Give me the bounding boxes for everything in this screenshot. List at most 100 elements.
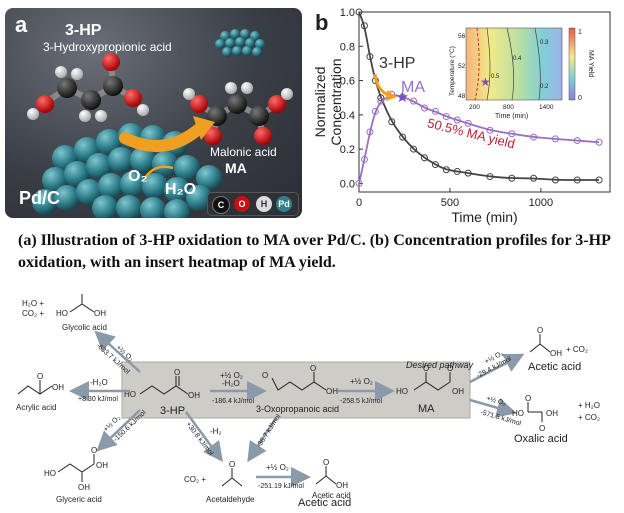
- atom-label: OH: [452, 387, 464, 396]
- inset-y-tick: 52: [458, 63, 466, 70]
- atom-label: OH: [94, 309, 106, 318]
- atom-label: HO: [512, 409, 524, 418]
- acetic-bottom-ghost: Acetic acid: [312, 491, 351, 500]
- panel-a-subtitle: 3-Hydroxypropionic acid: [43, 40, 172, 54]
- panel-b-letter: b: [315, 10, 328, 35]
- y-tick-label: 0.0: [340, 178, 355, 190]
- data-point-3-hp: [355, 8, 363, 16]
- ma-structure: [413, 372, 451, 391]
- max-yield-star: ★: [396, 89, 409, 106]
- oxopropanoic-label: 3-Oxopropanoic acid: [256, 404, 339, 414]
- atom-label: OH: [188, 391, 200, 400]
- data-point-3-hp: [551, 176, 559, 184]
- glyceric-structure: [57, 454, 95, 482]
- atom-legend: C O H Pd: [207, 192, 299, 216]
- figure-caption: (a) Illustration of 3-HP oxidation to MA…: [18, 232, 610, 271]
- atom-label: OH: [96, 461, 108, 470]
- data-point-ma: [551, 135, 559, 143]
- data-point-3-hp: [508, 174, 516, 182]
- legend-hydrogen: H: [256, 196, 272, 212]
- step2-energy: -258.5 kJ/mol: [340, 398, 382, 405]
- acetic-structure-right: [529, 334, 551, 353]
- data-point-3-hp: [486, 173, 494, 181]
- ma-molecule: [183, 82, 293, 145]
- atom-label: HO: [56, 309, 68, 318]
- panel-a-illustration: a 3-HP 3-Hydroxypropionic acid Malonic a…: [5, 8, 302, 218]
- acrylic-energy: +8.30 kJ/mol: [78, 396, 118, 403]
- atom-label: O: [525, 394, 531, 403]
- plot-frame: [358, 11, 611, 193]
- series-label-3hp: 3-HP: [379, 55, 415, 72]
- acrylic-name: Acrylic acid: [16, 403, 56, 412]
- oxalic-co2: + CO₂: [578, 413, 600, 422]
- ma-label: MA: [418, 403, 435, 415]
- colorbar-label: MA Yield: [587, 50, 594, 77]
- data-point-ma: [530, 133, 538, 141]
- inset-xlabel: Time (min): [495, 113, 528, 120]
- atom-label: OH: [326, 387, 338, 396]
- data-point-3-hp: [410, 145, 418, 153]
- 3hp-molecule: [27, 53, 149, 122]
- atom-label: O: [447, 364, 453, 373]
- x-axis-label: Time (min): [451, 209, 517, 225]
- o2-arrow: [143, 165, 174, 179]
- panel-a-letter: a: [15, 12, 28, 37]
- atom-label: O: [262, 371, 268, 380]
- contour-line: [486, 27, 491, 101]
- data-point-3-hp: [573, 176, 581, 184]
- acetaldehyde-structure: [221, 468, 243, 487]
- data-point-ma: [453, 116, 461, 124]
- data-point-ma: [355, 179, 363, 187]
- desired-pathway-label: Desired pathway: [406, 360, 474, 370]
- oxo-to-acetaldehyde-arrow: [247, 417, 278, 463]
- product-name: Malonic acid: [210, 145, 277, 159]
- step1-energy: -186.4 kJ/mol: [212, 398, 254, 405]
- colorbar-tick: 0: [578, 95, 582, 102]
- reaction-scheme: Desired pathway HO OH O 3-HP +½ O₂ -H₂O …: [16, 294, 600, 509]
- data-point-ma: [420, 104, 428, 112]
- y-axis-label: Concentration: [328, 58, 344, 145]
- acetaldehyde-energy3: -251.19 kJ/mol: [258, 483, 304, 490]
- center-label: 3-HP: [160, 405, 185, 417]
- data-point-3-hp: [399, 133, 407, 141]
- inset-y-tick: 56: [458, 33, 466, 40]
- chart-series: ★: [355, 8, 603, 187]
- product-abbr: MA: [225, 160, 247, 176]
- legend-palladium: Pd: [276, 196, 292, 212]
- acetic-right-arrow: [469, 353, 525, 384]
- oxopropanoic-structure: [271, 372, 327, 391]
- atom-label: HO: [396, 387, 408, 396]
- atom-label: O: [423, 364, 429, 373]
- data-point-ma: [366, 128, 374, 136]
- contour-label: 0.5: [491, 74, 500, 80]
- data-point-3-hp: [360, 22, 368, 30]
- atom-label: HO: [124, 390, 136, 399]
- data-point-ma: [410, 97, 418, 105]
- contour-line: [534, 27, 541, 101]
- atom-label: OH: [550, 349, 562, 358]
- legend-oxygen: O: [234, 196, 250, 212]
- atom-label: O: [174, 368, 180, 377]
- atom-label: O: [91, 446, 97, 455]
- colorbar-tick: 1: [578, 29, 582, 36]
- acetaldehyde-name: Acetaldehyde: [206, 495, 255, 504]
- oxalic-structure: [527, 402, 543, 422]
- contour-label: 0.3: [540, 40, 549, 46]
- desired-pathway-box: [121, 361, 471, 419]
- glyceric-name: Glyceric acid: [56, 495, 102, 504]
- catalyst-label: Pd/C: [19, 188, 61, 208]
- atom-label: O: [539, 424, 545, 433]
- yield-annotation: 50.5% MA yield: [426, 115, 517, 151]
- atom-label: OH: [336, 481, 348, 490]
- data-point-3-hp: [442, 166, 450, 174]
- acetic-bottom-name: Acetic acid: [298, 497, 351, 509]
- legend-carbon: C: [212, 196, 230, 214]
- atom-label: O: [310, 364, 316, 373]
- inset-x-tick: 1400: [539, 104, 554, 111]
- glyceric-arrow: [96, 409, 141, 452]
- pd-nanoparticle: [215, 29, 265, 57]
- y-tick-label: 0.4: [340, 110, 355, 122]
- inset-heatmap: 0.5 0.4 0.3 0.2 ★ 1 0 MA Yield 200 800 1…: [448, 27, 594, 120]
